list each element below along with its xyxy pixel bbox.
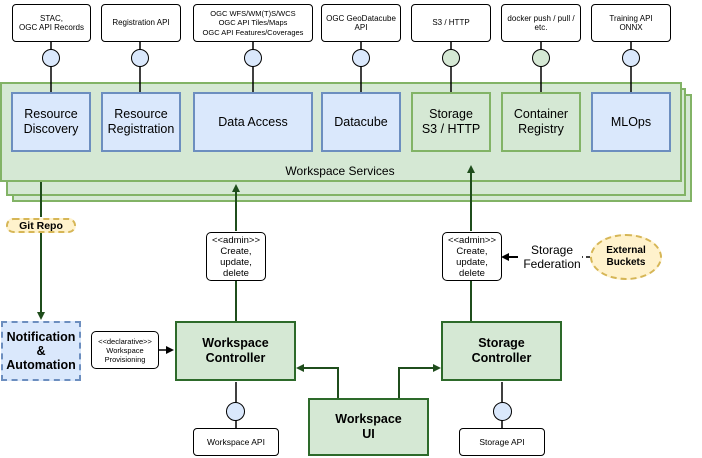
api-endpoint-circle (244, 49, 262, 67)
service-data-access: Data Access (193, 92, 313, 152)
admin-crud-left: <<admin>> Create, update, delete (206, 232, 266, 281)
api-label-storage: S3 / HTTP (411, 4, 491, 42)
api-endpoint-circle (622, 49, 640, 67)
service-mlops: MLOps (591, 92, 671, 152)
api-endpoint-circle (442, 49, 460, 67)
storage-api-label: Storage API (459, 428, 545, 456)
declarative-workspace-provisioning: <<declarative>> Workspace Provisioning (91, 331, 159, 369)
workspace-ui: Workspace UI (308, 398, 429, 456)
storage-controller: Storage Controller (441, 321, 562, 381)
api-endpoint-circle (131, 49, 149, 67)
api-endpoint-circle (352, 49, 370, 67)
workspace-controller: Workspace Controller (175, 321, 296, 381)
api-endpoint-circle (532, 49, 550, 67)
api-label-mlops: Training API ONNX (591, 4, 671, 42)
service-resource-discovery: Resource Discovery (11, 92, 91, 152)
storage-federation-label: Storage Federation (523, 243, 581, 271)
api-endpoint-circle (493, 402, 512, 421)
git-repo-tag: Git Repo (6, 218, 76, 233)
notification-automation: Notification & Automation (1, 321, 81, 381)
external-buckets: External Buckets (590, 234, 662, 280)
service-container-registry: Container Registry (501, 92, 581, 152)
service-storage: Storage S3 / HTTP (411, 92, 491, 152)
api-endpoint-circle (226, 402, 245, 421)
service-resource-registration: Resource Registration (101, 92, 181, 152)
workspace-api-label: Workspace API (193, 428, 279, 456)
service-datacube: Datacube (321, 92, 401, 152)
workspace-services-label: Workspace Services (285, 164, 395, 178)
api-label-resource-discovery: STAC, OGC API Records (12, 4, 91, 42)
api-endpoint-circle (42, 49, 60, 67)
api-label-resource-registration: Registration API (101, 4, 181, 42)
api-label-container-registry: docker push / pull / etc. (501, 4, 581, 42)
api-label-data-access: OGC WFS/WM(T)S/WCS OGC API Tiles/Maps OG… (193, 4, 313, 42)
admin-crud-right: <<admin>> Create, update, delete (442, 232, 502, 281)
api-label-datacube: OGC GeoDatacube API (321, 4, 401, 42)
